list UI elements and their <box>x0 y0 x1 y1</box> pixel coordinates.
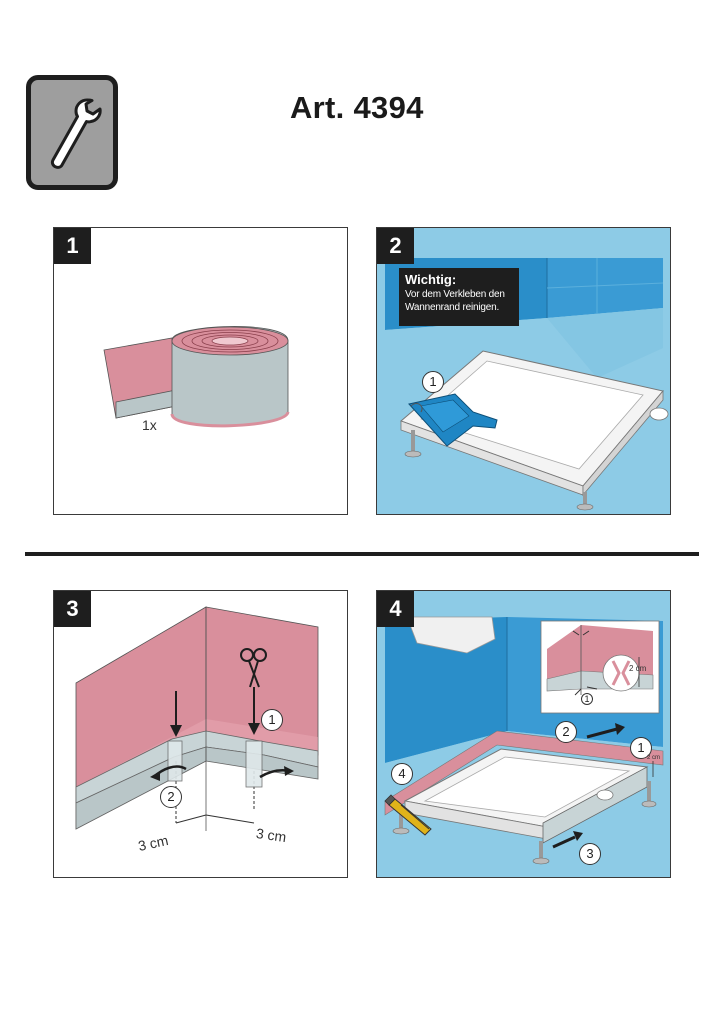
callout-1: 1 <box>261 709 283 731</box>
step-number-badge: 2 <box>377 228 414 264</box>
tape-roll-illustration <box>103 326 290 428</box>
section-divider <box>25 552 699 556</box>
inset-callout-1: 1 <box>581 693 593 705</box>
step-panel-3: 3 1 2 3 cm 3 cm <box>53 590 348 878</box>
inset-measure-label: 2 cm <box>629 664 647 673</box>
edge-measure-label: 2 cm <box>647 755 661 761</box>
callout-3: 3 <box>579 843 601 865</box>
important-hint-box: Wichtig: Vor dem Verkleben den Wannenran… <box>399 268 519 326</box>
step-number-badge: 3 <box>54 591 91 627</box>
callout-4: 4 <box>391 763 413 785</box>
step-number-badge: 4 <box>377 591 414 627</box>
callout-1: 1 <box>630 737 652 759</box>
step-panel-1: 1 1x <box>53 227 348 515</box>
wrench-icon <box>50 98 102 169</box>
step-panel-2: 2 Wichtig: Vor dem Verkleben den Wannenr… <box>376 227 671 515</box>
corner-cut-illustration <box>75 606 319 831</box>
hint-text: Vor dem Verkleben den Wannenrand reinige… <box>405 289 505 313</box>
tool-icon-box <box>26 75 118 190</box>
callout-2: 2 <box>555 721 577 743</box>
page-title: Art. 4394 <box>290 90 424 125</box>
step-number-badge: 1 <box>54 228 91 264</box>
callout-1: 1 <box>422 371 444 393</box>
step-panel-4: 4 2 cm 1 1 2 cm 2 3 4 <box>376 590 671 878</box>
tape-application-illustration <box>377 591 670 877</box>
hint-title: Wichtig: <box>405 272 457 287</box>
callout-2: 2 <box>160 786 182 808</box>
quantity-label: 1x <box>142 417 157 433</box>
